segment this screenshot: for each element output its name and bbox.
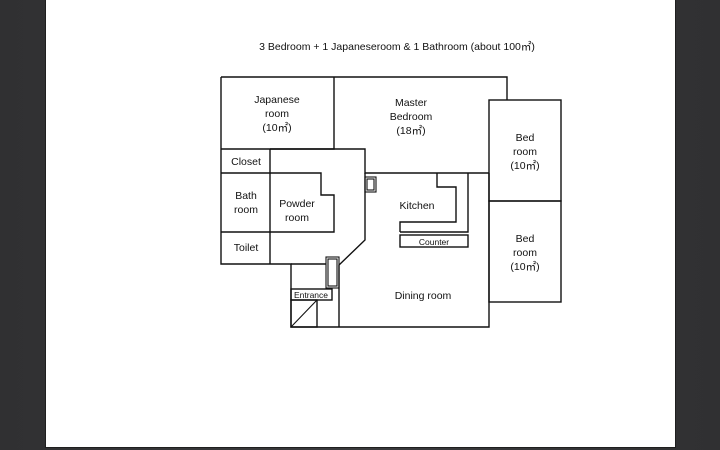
hallway-walls <box>338 173 366 327</box>
hallway-fixture <box>364 176 377 193</box>
master-bedroom-walls <box>270 148 489 174</box>
bedroom-2-walls <box>488 200 562 303</box>
counter-label: Counter <box>419 237 449 247</box>
outer-wall <box>220 76 508 328</box>
plan-title: 3 Bedroom + 1 Japaneseroom & 1 Bathroom … <box>259 41 535 53</box>
bedroom-1-label-line2: room <box>513 146 537 158</box>
entrance-label: Entrance <box>294 290 328 300</box>
bedroom-2-label-line3: (10㎡) <box>510 261 539 273</box>
entrance-door-box <box>290 299 318 328</box>
master-bedroom-label-line1: Master <box>395 97 428 109</box>
bath-room-label-line2: room <box>234 204 258 216</box>
bath-room-label-line1: Bath <box>235 190 257 202</box>
kitchen-label: Kitchen <box>399 200 434 212</box>
kitchen-counter-l <box>399 173 457 232</box>
powder-room-label-line1: Powder <box>279 198 315 210</box>
master-bedroom-label-line3: (18㎡) <box>396 125 425 137</box>
kitchen-counter-outer <box>400 173 469 233</box>
shoe-cabinet-inner <box>327 258 338 287</box>
toilet-label: Toilet <box>234 242 259 254</box>
bedroom-2-label-line2: room <box>513 247 537 259</box>
powder-room-label-line2: room <box>285 212 309 224</box>
counter-box <box>399 234 469 248</box>
hallway-fixture-inner <box>366 178 375 191</box>
japanese-room-label-line2: room <box>265 108 289 120</box>
bedroom-1-label-line1: Bed <box>516 132 535 144</box>
dining-room-label: Dining room <box>395 290 452 302</box>
japanese-room-label-line1: Japanese <box>254 94 300 106</box>
floor-plan-sheet <box>46 0 675 447</box>
bath-walls <box>221 173 271 233</box>
shoe-cabinet <box>325 256 340 289</box>
powder-room-walls <box>270 172 335 233</box>
master-bedroom-label-line2: Bedroom <box>390 111 433 123</box>
bedroom-2-label-line1: Bed <box>516 233 535 245</box>
entrance-door-swing <box>290 299 318 328</box>
closet-label: Closet <box>231 156 261 168</box>
japanese-room-label-line3: (10㎡) <box>262 122 291 134</box>
bedroom-1-label-line3: (10㎡) <box>510 160 539 172</box>
